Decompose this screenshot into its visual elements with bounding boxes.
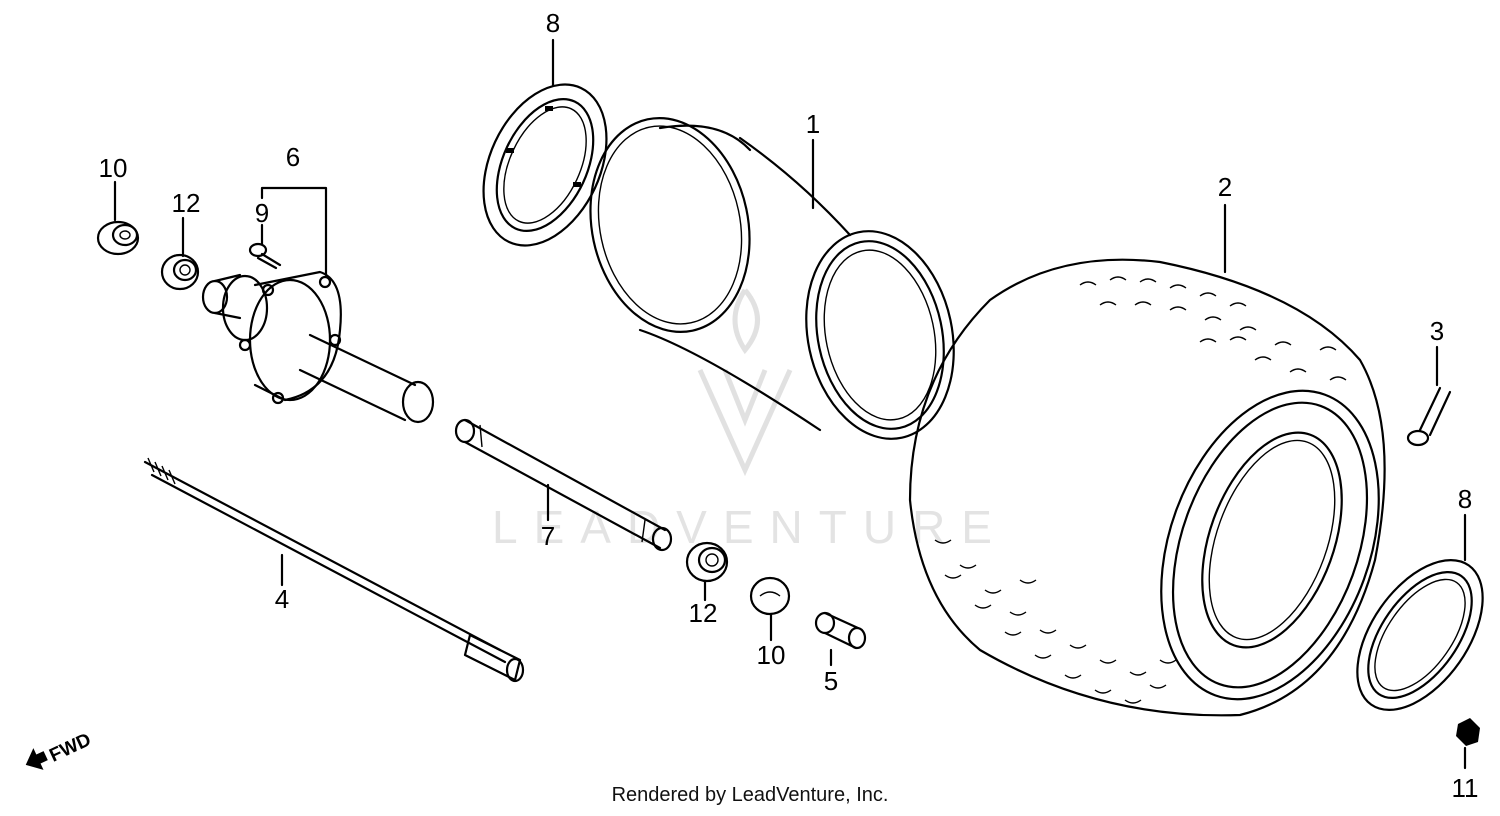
label-part-2: 2 xyxy=(1218,172,1232,202)
part-12-bearing-center[interactable] xyxy=(685,541,729,583)
part-2-tire[interactable] xyxy=(908,258,1419,730)
leadventure-watermark: LEADVENTURE xyxy=(492,288,1008,553)
fwd-arrow-icon xyxy=(25,748,48,770)
part-9-bolt[interactable] xyxy=(248,242,282,270)
watermark-text: LEADVENTURE xyxy=(492,501,1008,553)
label-part-12-left: 12 xyxy=(172,188,201,218)
fwd-direction-indicator: FWD xyxy=(25,729,94,770)
part-10-cap-left[interactable] xyxy=(96,220,140,256)
part-6-axle-hub[interactable] xyxy=(201,270,435,424)
label-part-8-right: 8 xyxy=(1458,484,1472,514)
label-part-7: 7 xyxy=(541,521,555,551)
part-number-labels: 8 1 2 3 8 11 10 12 9 6 4 7 12 10 5 xyxy=(99,8,1479,803)
part-11-nut[interactable] xyxy=(1456,718,1480,746)
label-part-8-top: 8 xyxy=(546,8,560,38)
part-12-bearing-left[interactable] xyxy=(160,253,200,291)
label-part-3: 3 xyxy=(1430,316,1444,346)
part-1-wheel-rim[interactable] xyxy=(571,103,972,453)
part-4-axle-shaft[interactable] xyxy=(143,457,525,683)
label-part-5: 5 xyxy=(824,666,838,696)
label-part-1: 1 xyxy=(806,109,820,139)
part-10-cap-center[interactable] xyxy=(749,576,791,616)
leader-lines xyxy=(113,38,1467,770)
fwd-label: FWD xyxy=(46,729,94,766)
label-part-6: 6 xyxy=(286,142,300,172)
rendered-by-credit: Rendered by LeadVenture, Inc. xyxy=(611,784,889,806)
part-8-seal-plate-right[interactable] xyxy=(1332,538,1500,732)
label-part-11: 11 xyxy=(1452,773,1479,803)
part-3-valve-stem[interactable] xyxy=(1406,386,1452,447)
label-part-4: 4 xyxy=(275,584,289,614)
part-8-seal-plate-top[interactable] xyxy=(459,65,631,266)
part-7-short-axle[interactable] xyxy=(454,418,673,552)
label-part-9: 9 xyxy=(255,198,269,228)
label-part-12-center: 12 xyxy=(689,598,718,628)
label-part-10-center: 10 xyxy=(757,640,786,670)
label-part-10-left: 10 xyxy=(99,153,128,183)
part-5-spacer-collar[interactable] xyxy=(814,611,867,650)
